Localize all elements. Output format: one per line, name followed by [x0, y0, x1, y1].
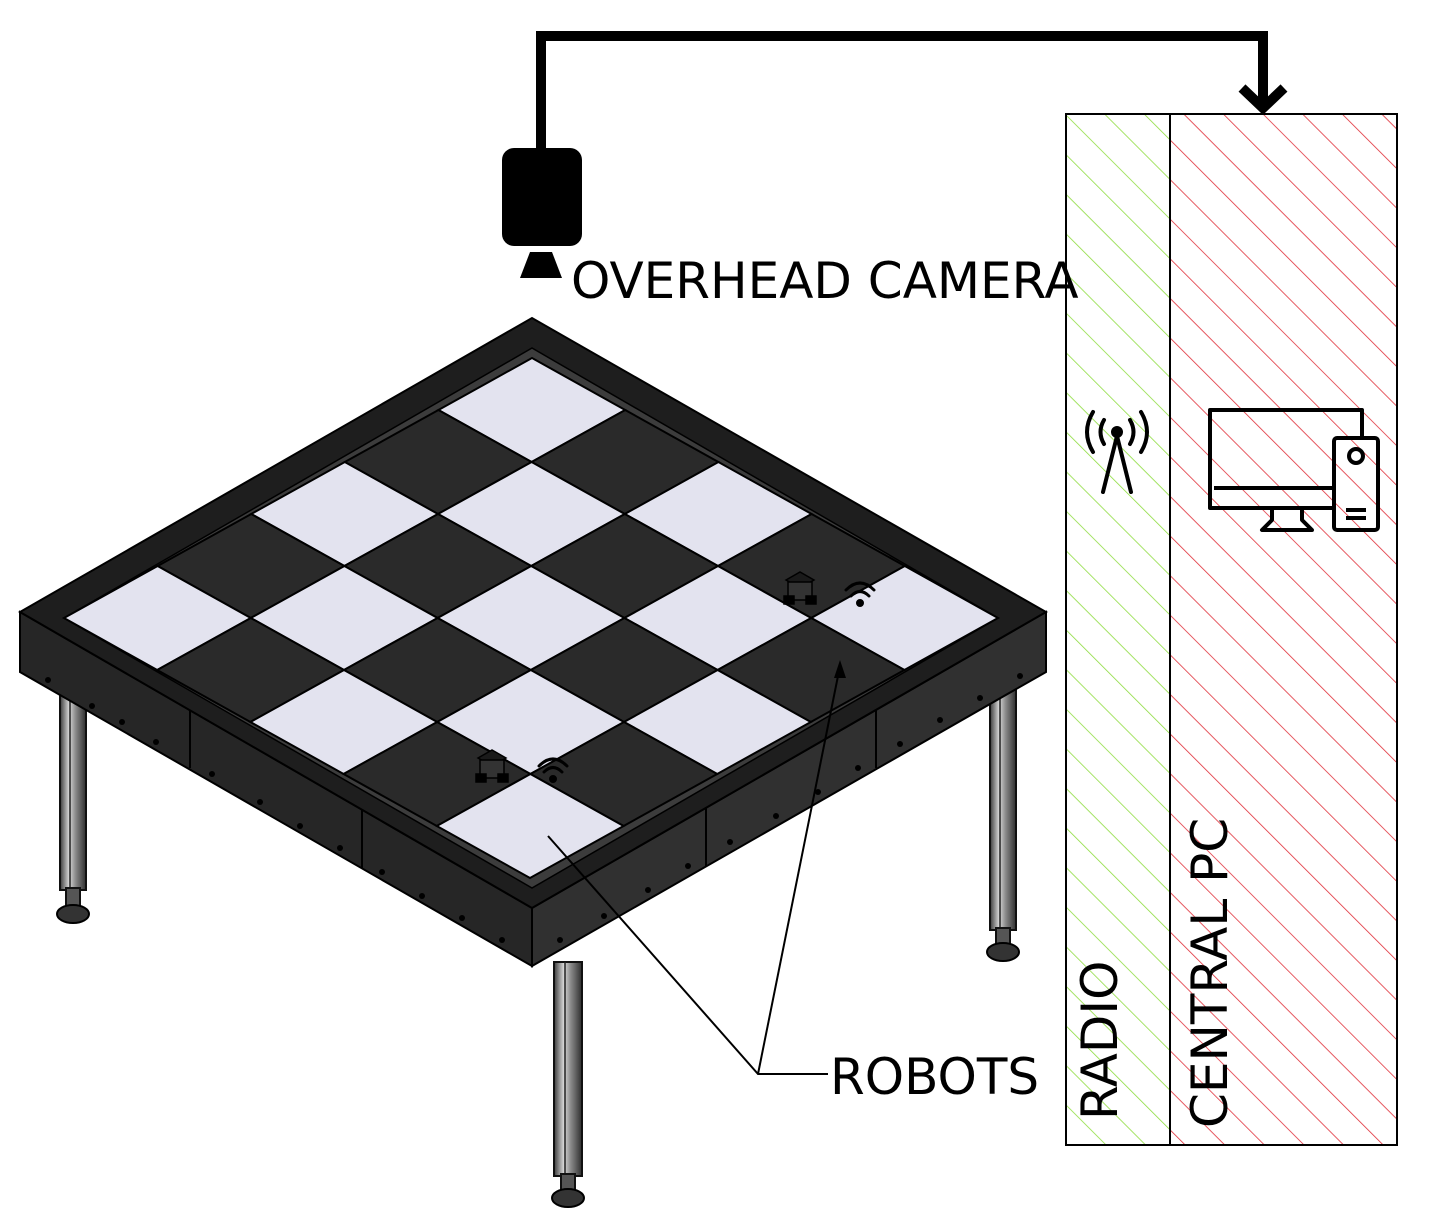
arrow-head-icon — [1238, 84, 1288, 115]
wifi-icon — [844, 581, 876, 607]
robot-icon — [475, 749, 509, 783]
table-leg-front — [551, 961, 585, 1208]
board-tile — [434, 772, 626, 880]
connection-line — [536, 31, 1268, 150]
camera-icon — [502, 148, 582, 278]
radio-antenna-icon — [1085, 410, 1149, 494]
radio-zone — [1065, 113, 1171, 1146]
overhead-camera-label: OVERHEAD CAMERA — [571, 252, 1079, 310]
arena-table — [17, 316, 1049, 968]
desktop-computer-icon — [1208, 408, 1380, 532]
robot-icon — [783, 571, 817, 605]
camera-to-pc-connection — [536, 31, 1288, 150]
table-leg-left — [56, 689, 90, 924]
radio-label: RADIO — [1071, 960, 1129, 1120]
robots-callout — [547, 660, 846, 1075]
central-pc-zone — [1169, 113, 1398, 1146]
robot-2 — [475, 749, 569, 783]
checkerboard-floor — [61, 356, 1001, 880]
table-leg-back-right — [986, 689, 1020, 962]
wifi-icon — [537, 757, 569, 783]
central-pc-label: CENTRAL PC — [1181, 818, 1239, 1128]
control-panel: RADIO CENTRAL PC — [1065, 113, 1398, 1146]
robot-1 — [783, 571, 876, 607]
robots-label: ROBOTS — [830, 1048, 1039, 1106]
